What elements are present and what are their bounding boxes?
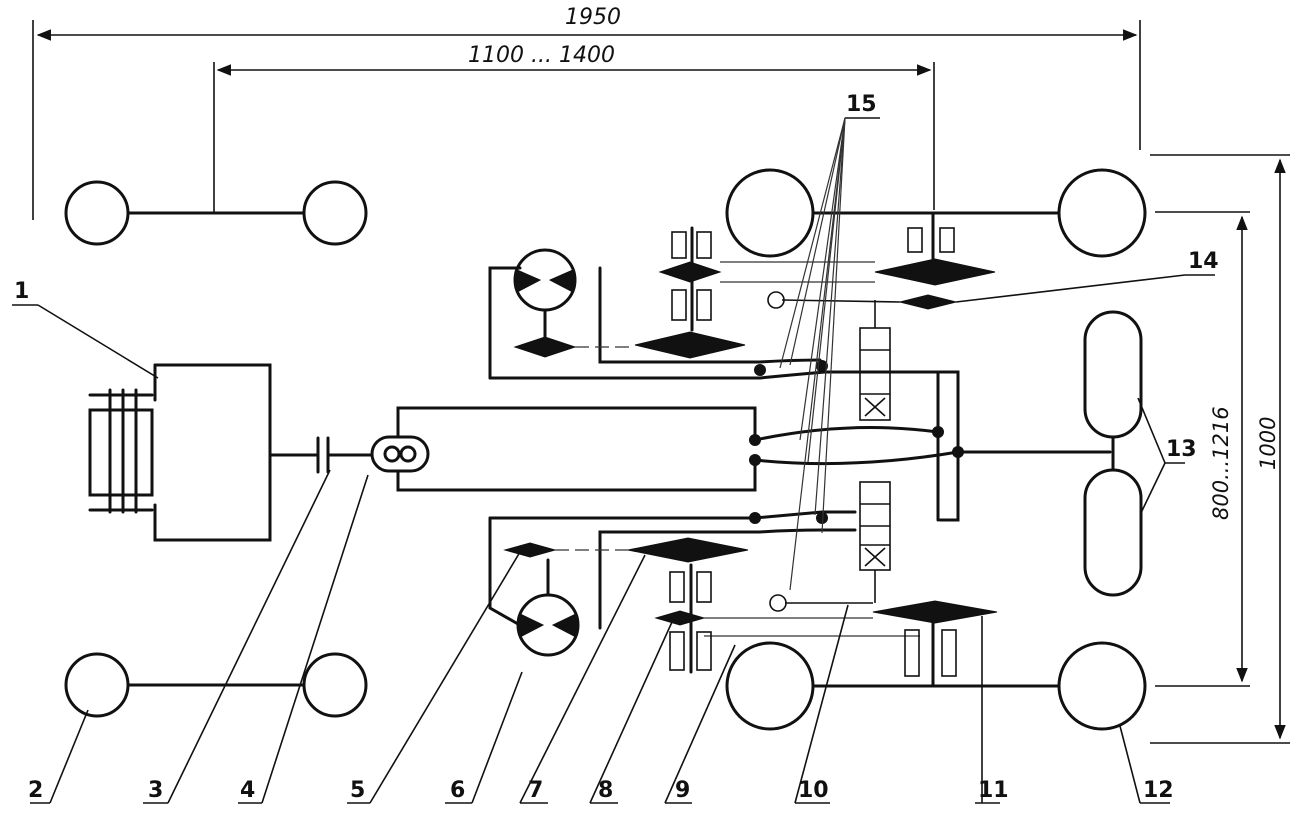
bearings [669,211,957,688]
dimension-wheelbase: 1100 ... 1400 [213,43,935,212]
callout-5: 5 [350,778,365,803]
bearing-block-top-right [907,211,955,264]
dimension-overall-length: 1950 [32,5,1141,220]
front-wheel-bottom-left [64,652,130,718]
bearing-block-bottom-left [669,563,712,674]
callout-1: 1 [14,279,29,304]
rear-wheel-top-right [1057,168,1147,258]
dimension-overall-length-label: 1950 [565,5,621,30]
dimension-overall-width-label: 1000 [1256,417,1280,470]
rear-axle-bottom [725,641,1147,731]
bearing-block-top-left [671,226,712,332]
oil-tanks [1083,310,1143,597]
rear-wheel-bottom-right [1057,641,1147,731]
callout-6: 6 [450,778,465,803]
hydraulic-pump [370,435,430,473]
control-valve-top [859,300,891,421]
control-valve-bottom [859,481,891,603]
rear-axle-top [725,168,1147,258]
front-axle-top [64,180,368,246]
callout-10: 10 [798,778,829,803]
leader-lines [12,117,1215,804]
front-axle-bottom [64,652,368,718]
dimension-wheelbase-label: 1100 ... 1400 [468,43,615,68]
callout-labels: 1 2 3 4 5 6 7 8 9 10 11 12 13 14 15 [14,92,1219,803]
engine [88,363,374,542]
chain-drive-top [513,258,996,359]
callout-3: 3 [148,778,163,803]
callout-12: 12 [1143,778,1174,803]
chain-drive-bottom [503,537,998,637]
rear-wheel-top-left [725,168,815,258]
hydraulic-motor-bottom [516,558,580,657]
front-wheel-left [64,180,130,246]
callout-14: 14 [1188,249,1219,274]
oil-tank-upper [1083,310,1143,439]
hydraulic-motor-top [513,248,577,347]
callout-15: 15 [846,92,877,117]
oil-tank-lower [1083,468,1143,597]
callout-7: 7 [528,778,543,803]
callout-4: 4 [240,778,255,803]
callout-11: 11 [978,778,1009,803]
callout-9: 9 [675,778,690,803]
rear-wheel-bottom-left [725,641,815,731]
front-wheel-bottom-right [302,652,368,718]
bearing-block-bottom-right [904,618,957,688]
pressure-lines [396,266,1112,630]
callout-8: 8 [598,778,613,803]
dimension-track: 800...1216 [1155,211,1250,687]
callout-2: 2 [28,778,43,803]
dimension-track-label: 800...1216 [1209,406,1233,520]
front-wheel-right [302,180,368,246]
dimension-overall-width: 1000 [1150,154,1290,744]
callout-13: 13 [1166,437,1197,462]
